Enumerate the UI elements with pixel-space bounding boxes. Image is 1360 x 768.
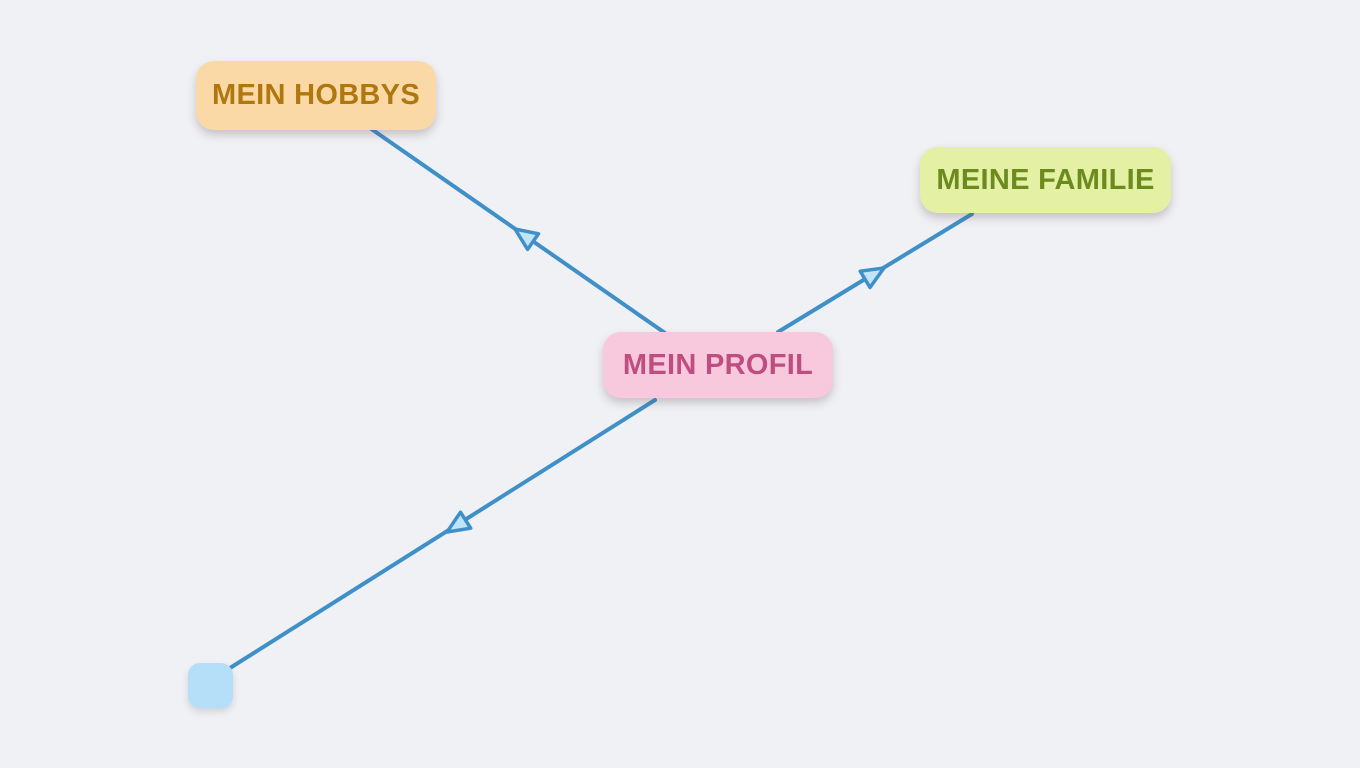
node-meine-familie-label: MEINE FAMILIE (936, 163, 1155, 196)
node-mein-profil[interactable]: MEIN PROFIL (603, 332, 833, 398)
node-mein-hobbys-label: MEIN HOBBYS (212, 79, 420, 111)
arrowhead-to-hobbys-icon (513, 227, 541, 252)
node-mein-hobbys[interactable]: MEIN HOBBYS (196, 61, 436, 130)
arrowhead-to-newnode-icon (445, 510, 473, 534)
node-meine-familie[interactable]: MEINE FAMILIE (920, 147, 1171, 213)
arrowhead-to-familie-icon (858, 266, 886, 290)
node-new-empty[interactable] (188, 663, 233, 708)
edge-profil-newnode[interactable] (228, 398, 657, 670)
node-mein-profil-label: MEIN PROFIL (622, 348, 814, 381)
